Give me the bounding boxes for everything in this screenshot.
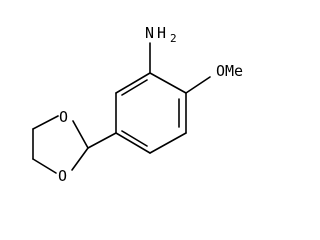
ring-bond-4 <box>115 132 151 154</box>
methoxy-bond <box>185 76 211 94</box>
acetal-o1-bond <box>72 120 89 149</box>
ring-o2-label: O <box>58 167 67 185</box>
ring-double-bond-b <box>121 130 148 147</box>
amine-h-count: 2 <box>170 32 177 45</box>
ring-to-acetal-bond <box>87 132 117 149</box>
dioxolane-ring <box>32 115 117 174</box>
ring-o1-label: O <box>59 108 68 126</box>
ring-bond-6 <box>115 72 151 94</box>
o1-ch2-bond <box>32 115 59 130</box>
benzene-ring <box>115 72 187 154</box>
amine-h-label: H <box>157 24 166 42</box>
ring-bond-3 <box>149 132 187 154</box>
ring-double-bond-c <box>121 79 148 96</box>
methoxy-label: OMe <box>216 62 243 80</box>
ch2-o2-bond <box>32 158 57 174</box>
amine-n-label: N <box>145 24 154 42</box>
chemical-structure-diagram: N H 2 OMe O O <box>32 24 243 185</box>
acetal-o2-bond <box>71 147 89 171</box>
ring-bond-1 <box>149 72 187 94</box>
